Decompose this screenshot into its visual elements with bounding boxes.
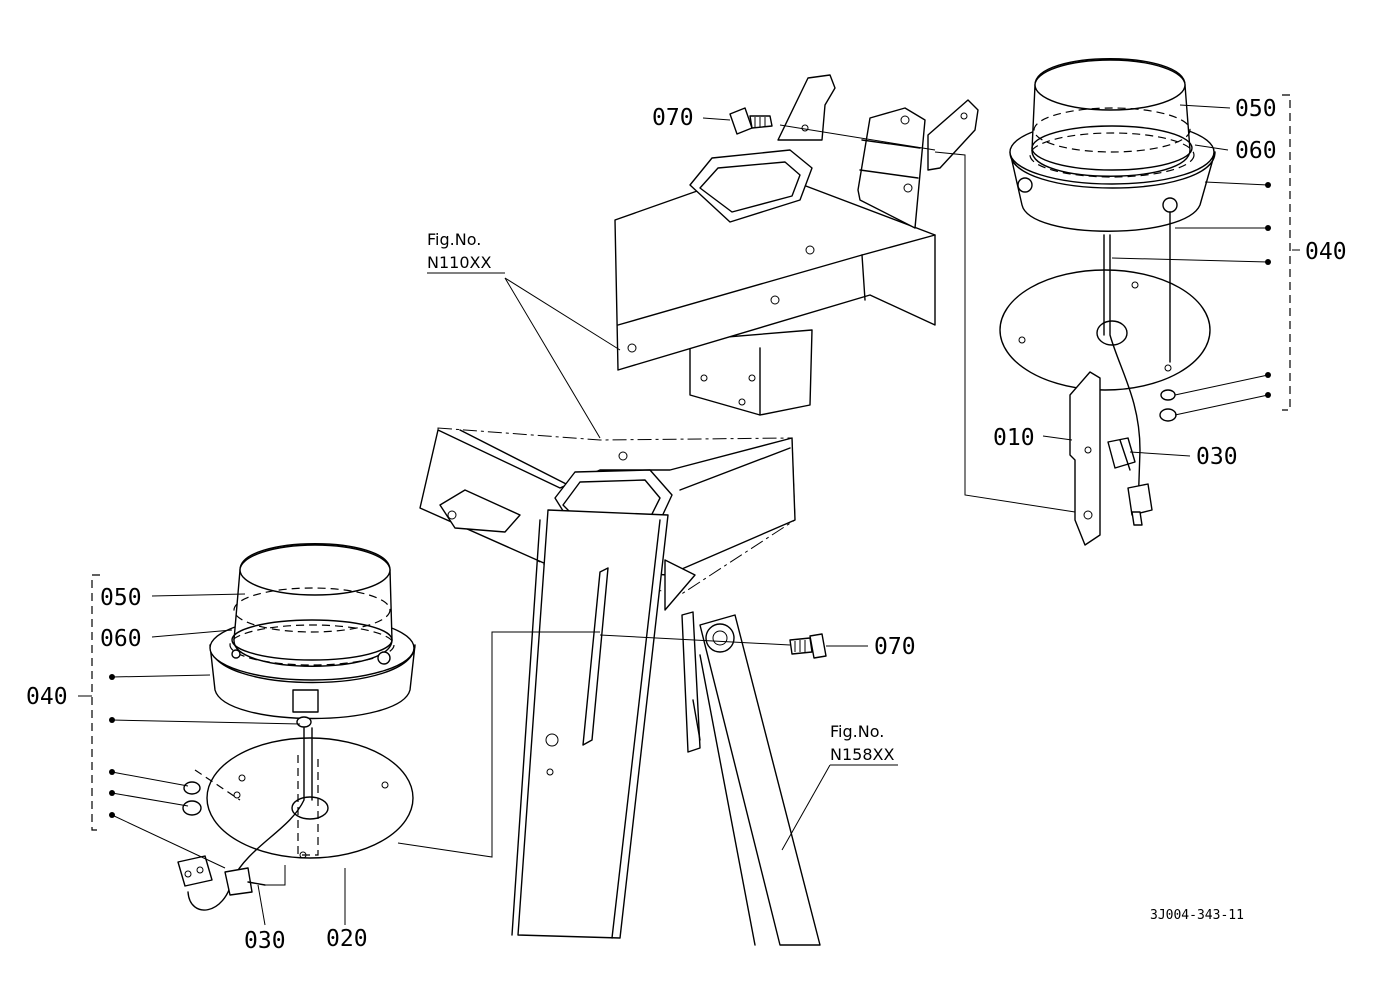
label-010: 010 — [993, 425, 1035, 451]
part-number-labels: 070 050 060 040 010 030 070 050 060 040 … — [26, 96, 1347, 954]
label-050-left: 050 — [100, 585, 142, 611]
tripod-frame-assembly — [419, 427, 827, 946]
label-020: 020 — [326, 926, 368, 952]
label-070-top: 070 — [652, 105, 694, 131]
fig-ref-1-line1: Fig.No. — [427, 230, 481, 249]
label-050-right: 050 — [1235, 96, 1277, 122]
bracket-040-left — [91, 574, 100, 831]
beacon-lamp-right — [999, 58, 1216, 546]
fig-ref-2-line2: N158XX — [830, 745, 894, 764]
beacon-lamp-left — [177, 543, 416, 911]
label-060-left: 060 — [100, 626, 142, 652]
label-040-left: 040 — [26, 684, 68, 710]
label-030-right: 030 — [1196, 444, 1238, 470]
label-030-left: 030 — [244, 928, 286, 954]
fig-ref-1-line2: N110XX — [427, 253, 491, 272]
label-060-right: 060 — [1235, 138, 1277, 164]
drawing-code: 3J004-343-11 — [1150, 908, 1244, 923]
figure-references: Fig.No. N110XX Fig.No. N158XX — [427, 230, 898, 766]
label-040-right: 040 — [1305, 239, 1347, 265]
upper-frame-assembly — [614, 74, 979, 416]
bracket-040-right — [1282, 94, 1291, 411]
label-070-middle: 070 — [874, 634, 916, 660]
leader-lines — [78, 104, 1300, 926]
fig-ref-2-line1: Fig.No. — [830, 722, 884, 741]
